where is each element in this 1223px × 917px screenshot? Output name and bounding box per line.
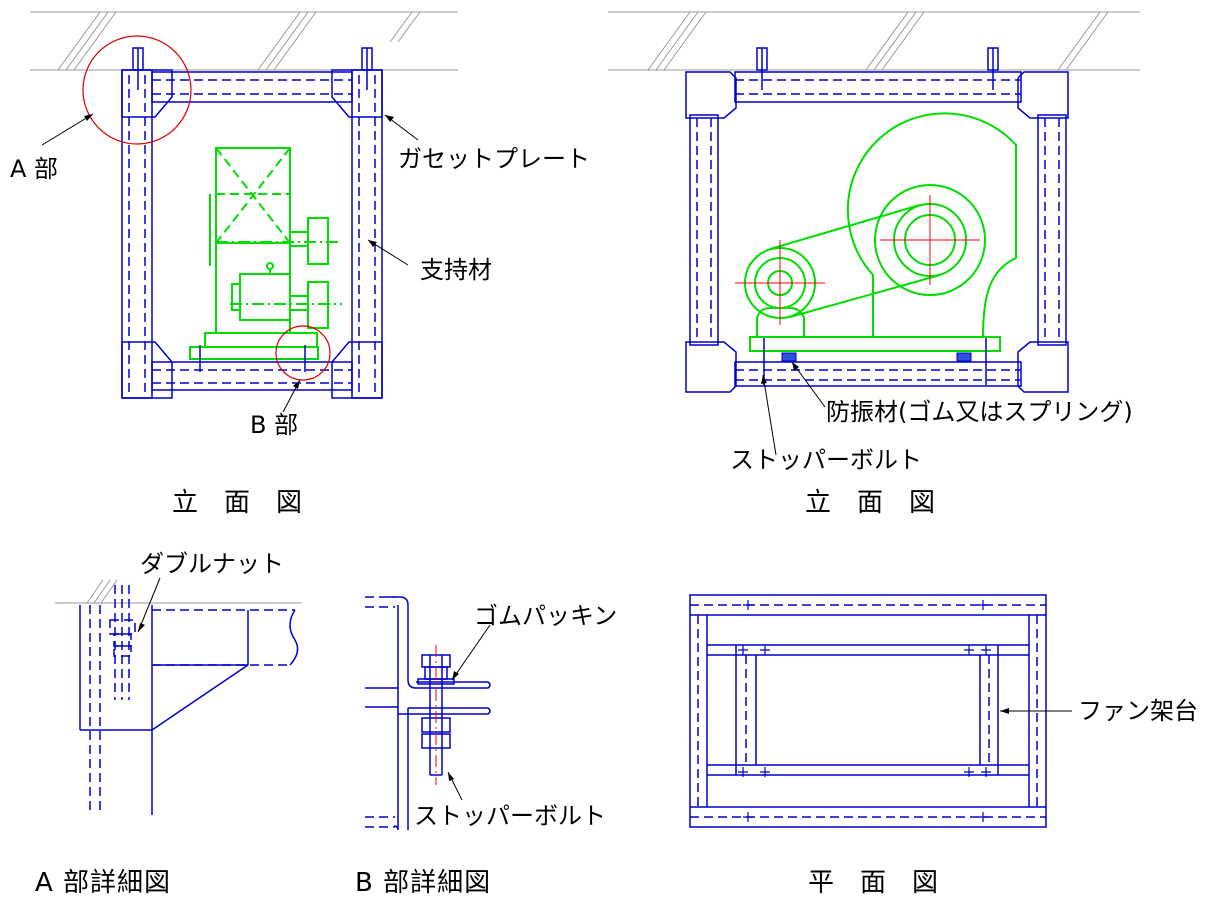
- label-gusset-plate: ガセットプレート: [398, 145, 590, 173]
- leader-lines-right: [761, 361, 826, 456]
- detail-a-marker-circle: [82, 35, 192, 145]
- elevation-left-view: [30, 11, 458, 413]
- detail-b-marker-circle: [275, 325, 331, 381]
- caption-detail-a: A 部詳細図: [35, 868, 172, 898]
- label-support-member: 支持材: [420, 256, 492, 284]
- bolt-hole-markers: [738, 600, 991, 822]
- caption-plan: 平面図: [808, 868, 965, 898]
- fan-unit-side-view: [189, 147, 342, 372]
- fan-unit-front-view: [735, 112, 1017, 385]
- label-rubber-packing: ゴムパッキン: [474, 602, 618, 630]
- leader-lines-left: [41, 113, 419, 413]
- label-stopper-bolt-elevation: ストッパーボルト: [730, 446, 922, 474]
- plan-view-drawing: [689, 594, 1072, 828]
- label-double-nut: ダブルナット: [140, 550, 284, 578]
- ceiling-right: [608, 11, 1140, 71]
- label-b-part: B 部: [250, 411, 299, 439]
- elevation-right-view: [608, 11, 1140, 456]
- caption-elevation-right: 立面図: [805, 488, 962, 518]
- caption-detail-b: B 部詳細図: [355, 868, 492, 898]
- ceiling-left: [30, 11, 458, 71]
- detail-a-drawing: [55, 577, 302, 815]
- label-stopper-bolt-detail: ストッパーボルト: [414, 802, 606, 830]
- frame-left: [121, 47, 383, 399]
- detail-b-drawing: [365, 596, 491, 831]
- label-fan-stand: ファン架台: [1078, 697, 1198, 725]
- label-anti-vibration: 防振材(ゴム又はスプリング): [826, 398, 1133, 426]
- frame-right: [685, 47, 1069, 393]
- label-a-part: A 部: [10, 155, 59, 183]
- caption-elevation-left: 立面図: [172, 488, 329, 518]
